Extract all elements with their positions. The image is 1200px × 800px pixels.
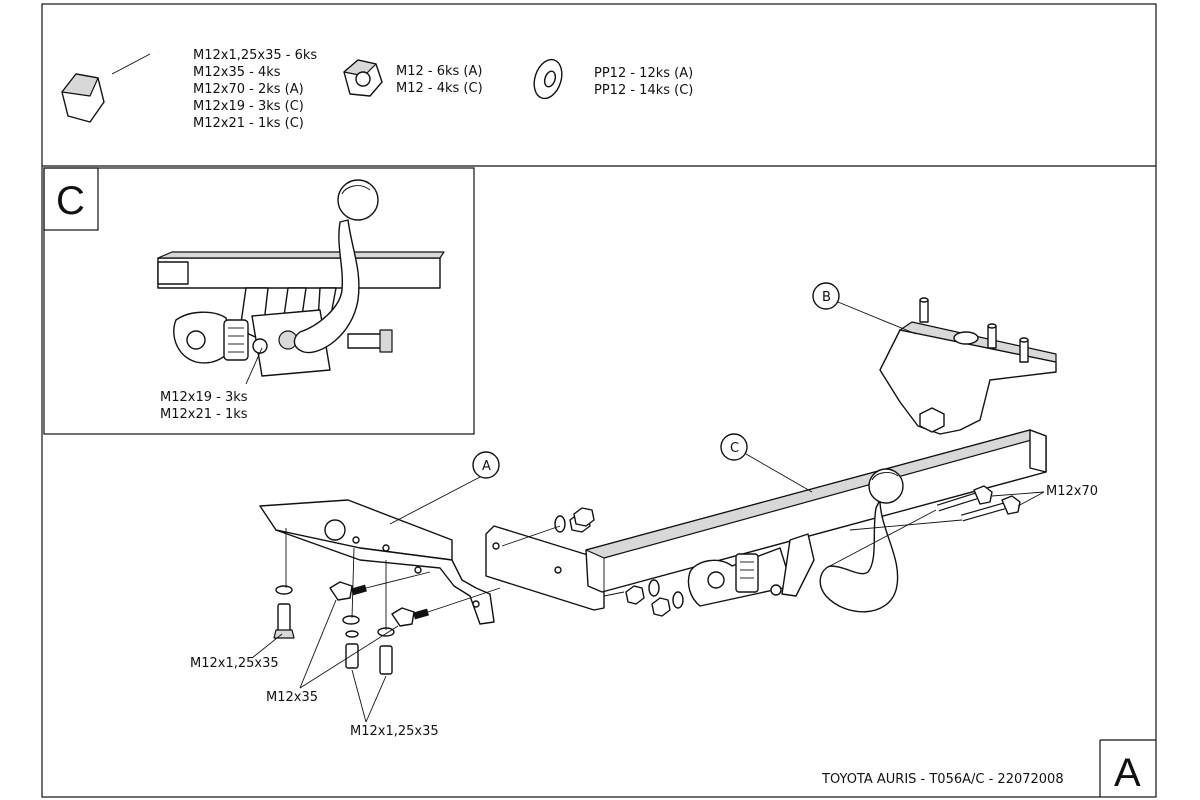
lower-bolts — [273, 581, 429, 675]
nut-spec-list: M12 - 6ks (A) M12 - 4ks (C) — [396, 64, 483, 96]
bracket-a — [259, 499, 495, 625]
washer-spec-list: PP12 - 12ks (A) PP12 - 14ks (C) — [594, 66, 693, 98]
washer-spec-line: PP12 - 12ks (A) — [594, 66, 693, 81]
label-m12x70: M12x70 — [991, 484, 1098, 507]
label-m12x35: M12x35 — [266, 599, 399, 705]
callout-c-label: C — [730, 441, 739, 456]
sheet-letter: A — [1114, 751, 1141, 795]
nuts-washers-lower — [625, 579, 684, 617]
nut-spec-line: M12 - 6ks (A) — [396, 64, 482, 79]
detail-c-drawing — [157, 179, 445, 385]
washer-icon — [533, 58, 563, 100]
detail-c-bolt-notes: M12x19 - 3ks M12x21 - 1ks — [160, 390, 248, 422]
towbar-hook — [819, 468, 904, 613]
nut-spec-line: M12 - 4ks (C) — [396, 81, 483, 96]
detail-c-frame — [43, 167, 475, 435]
bolt-spec-line: M12x35 - 4ks — [193, 65, 281, 80]
m12x70-bolts — [936, 485, 1021, 522]
m12x70-label: M12x70 — [1046, 484, 1098, 499]
drawing-caption: TOYOTA AURIS - T056A/C - 22072008 — [821, 772, 1064, 787]
bolt-spec-list: M12x1,25x35 - 6ks M12x35 - 4ks M12x70 - … — [193, 48, 317, 131]
callout-b: B — [812, 282, 917, 335]
m12x125x35-left-label: M12x1,25x35 — [190, 656, 279, 671]
bolt-spec-line: M12x19 - 3ks (C) — [193, 99, 304, 114]
bracket-b — [879, 297, 1057, 435]
washer-spec-line: PP12 - 14ks (C) — [594, 83, 693, 98]
bolt-spec-line: M12x70 - 2ks (A) — [193, 82, 304, 97]
label-m12x125x35-bottom: M12x1,25x35 — [350, 669, 439, 739]
label-m12x125x35-left: M12x1,25x35 — [190, 633, 283, 671]
nut-icon — [343, 59, 383, 97]
bolt-spec-line: M12x1,25x35 - 6ks — [193, 48, 317, 63]
socket-mount — [687, 533, 815, 607]
detail-c-bolt-note: M12x19 - 3ks — [160, 390, 248, 405]
callout-b-label: B — [822, 290, 831, 305]
side-plate — [485, 525, 605, 611]
detail-c-letter: C — [56, 179, 85, 223]
assembly-guides — [285, 509, 963, 630]
nuts-washers-upper — [554, 507, 595, 533]
m12x35-label: M12x35 — [266, 690, 318, 705]
m12x125x35-bottom-label: M12x1,25x35 — [350, 724, 439, 739]
detail-c-tag — [43, 167, 99, 231]
bolt-spec-line: M12x21 - 1ks (C) — [193, 116, 304, 131]
bolt-icon — [61, 47, 161, 123]
callout-a: A — [389, 451, 500, 525]
drawing-frame — [41, 3, 1157, 798]
callout-a-label: A — [482, 459, 491, 474]
callout-c: C — [720, 433, 813, 493]
detail-c-bolt-note: M12x21 - 1ks — [160, 407, 248, 422]
